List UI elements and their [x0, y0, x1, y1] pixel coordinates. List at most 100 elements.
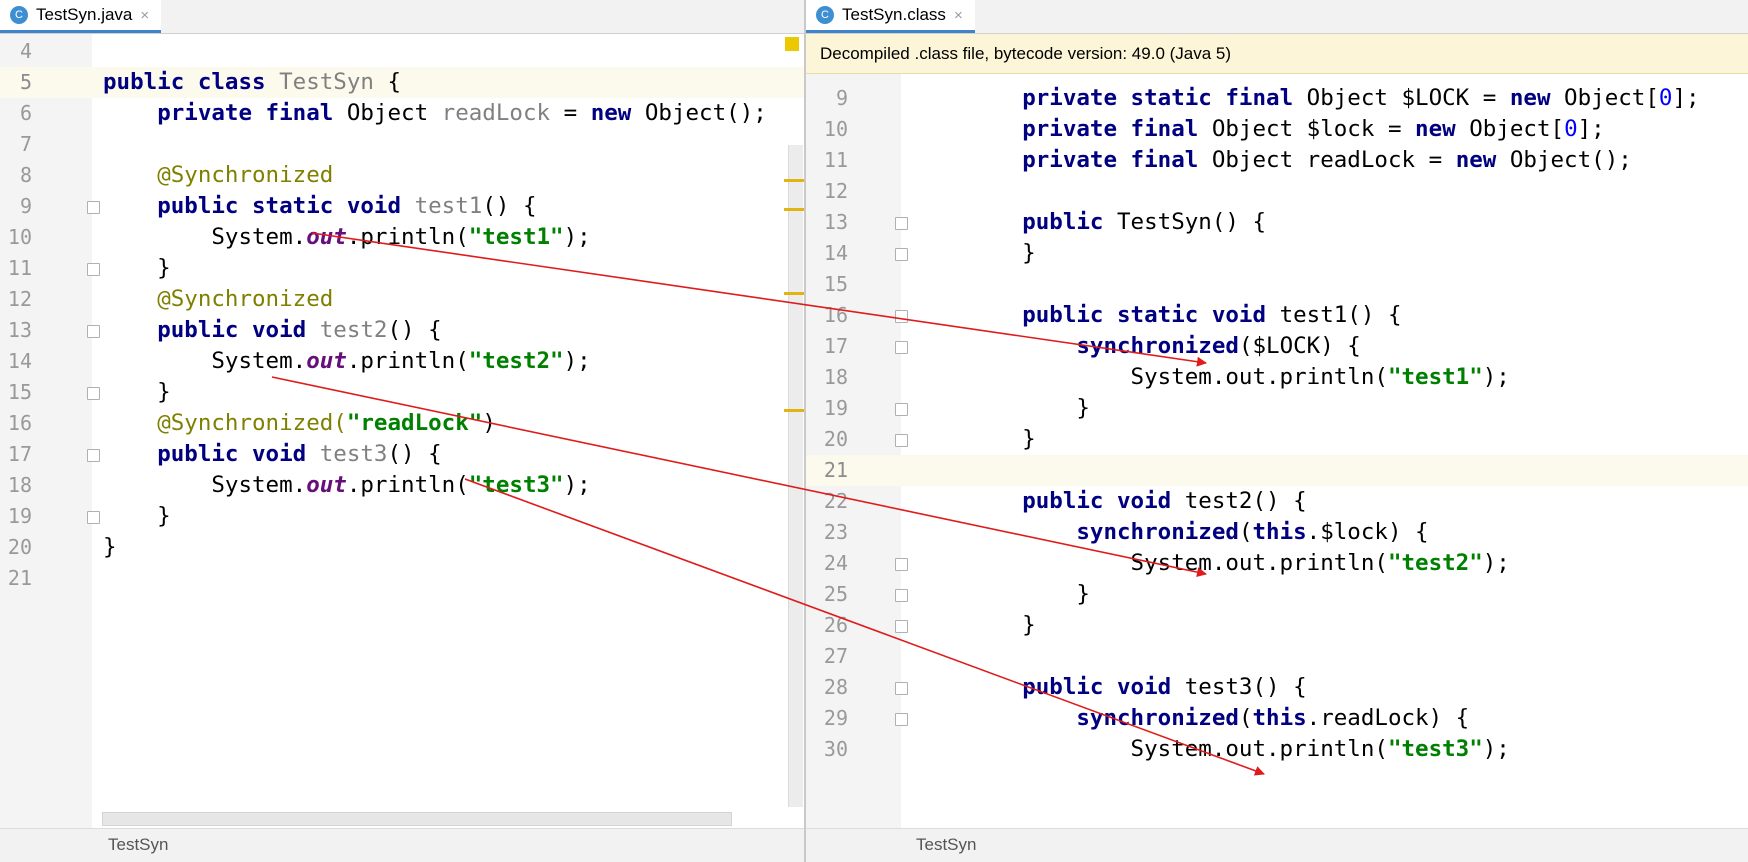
fold-toggle-icon[interactable] — [895, 310, 908, 323]
code-line[interactable]: 19 } — [806, 393, 1748, 424]
line-number: 13 — [7, 318, 32, 342]
warning-indicator-icon[interactable] — [785, 37, 799, 51]
fold-toggle-icon[interactable] — [87, 201, 100, 214]
code-line[interactable]: 23 synchronized(this.$lock) { — [806, 517, 1748, 548]
line-number: 24 — [823, 551, 848, 575]
code-text: System.out.println("test2"); — [968, 550, 1510, 576]
code-text: private final Object readLock = new Obje… — [1022, 147, 1632, 173]
fold-toggle-icon[interactable] — [895, 589, 908, 602]
line-number: 16 — [823, 303, 848, 327]
line-number: 14 — [7, 349, 32, 373]
code-line[interactable]: 9 private static final Object $LOCK = ne… — [806, 83, 1748, 114]
scroll-marker[interactable] — [784, 409, 804, 412]
line-number: 19 — [7, 504, 32, 528]
code-line[interactable]: 15 — [806, 269, 1748, 300]
code-line[interactable]: 27 — [806, 641, 1748, 672]
code-line[interactable]: 13 public void test2() { — [0, 315, 804, 346]
fold-toggle-icon[interactable] — [895, 558, 908, 571]
fold-toggle-icon[interactable] — [895, 341, 908, 354]
fold-toggle-icon[interactable] — [895, 403, 908, 416]
editor-pane-decompiled: C TestSyn.class × Decompiled .class file… — [806, 0, 1748, 862]
code-line[interactable]: 6 private final Object readLock = new Ob… — [0, 98, 804, 129]
code-line[interactable]: 25 } — [806, 579, 1748, 610]
close-icon[interactable]: × — [953, 6, 963, 24]
code-line[interactable]: 11 private final Object readLock = new O… — [806, 145, 1748, 176]
code-line[interactable]: 19 } — [0, 501, 804, 532]
line-number: 9 — [835, 86, 848, 110]
code-text: } — [968, 426, 1036, 452]
code-line[interactable]: 21 — [806, 455, 1748, 486]
fold-toggle-icon[interactable] — [87, 511, 100, 524]
code-text: public void test3() { — [157, 441, 442, 467]
vertical-scrollbar[interactable] — [788, 145, 803, 807]
code-line[interactable]: 11 } — [0, 253, 804, 284]
fold-toggle-icon[interactable] — [895, 620, 908, 633]
tab-testsyn-class[interactable]: C TestSyn.class × — [806, 0, 975, 33]
code-line[interactable]: 14 } — [806, 238, 1748, 269]
line-number: 20 — [823, 427, 848, 451]
line-number: 7 — [19, 132, 32, 156]
line-number: 20 — [7, 535, 32, 559]
code-text: @Synchronized("readLock") — [157, 410, 496, 436]
code-line[interactable]: 30 System.out.println("test3"); — [806, 734, 1748, 765]
code-text: private final Object $lock = new Object[… — [1022, 116, 1605, 142]
code-line[interactable]: 21 — [0, 563, 804, 594]
close-icon[interactable]: × — [140, 6, 150, 24]
code-line[interactable]: 10 private final Object $lock = new Obje… — [806, 114, 1748, 145]
code-line[interactable]: 16 @Synchronized("readLock") — [0, 408, 804, 439]
code-line[interactable]: 12 @Synchronized — [0, 284, 804, 315]
tab-testsyn-java[interactable]: C TestSyn.java × — [0, 0, 162, 33]
code-line[interactable]: 13 public TestSyn() { — [806, 207, 1748, 238]
line-number: 16 — [7, 411, 32, 435]
line-number: 21 — [7, 566, 32, 590]
fold-toggle-icon[interactable] — [895, 248, 908, 261]
fold-toggle-icon[interactable] — [895, 713, 908, 726]
fold-toggle-icon[interactable] — [87, 325, 100, 338]
scroll-marker[interactable] — [784, 208, 804, 211]
code-line[interactable]: 7 — [0, 129, 804, 160]
horizontal-scrollbar[interactable] — [102, 812, 732, 826]
code-line[interactable]: 18 System.out.println("test1"); — [806, 362, 1748, 393]
code-line[interactable]: 18 System.out.println("test3"); — [0, 470, 804, 501]
code-line[interactable]: 24 System.out.println("test2"); — [806, 548, 1748, 579]
breadcrumb-class[interactable]: TestSyn — [916, 835, 977, 854]
scroll-marker[interactable] — [784, 292, 804, 295]
code-line[interactable]: 29 synchronized(this.readLock) { — [806, 703, 1748, 734]
code-text: public static void test1() { — [1022, 302, 1402, 328]
code-line[interactable]: 14 System.out.println("test2"); — [0, 346, 804, 377]
class-c-icon: C — [816, 6, 834, 24]
code-line[interactable]: 17 public void test3() { — [0, 439, 804, 470]
code-line[interactable]: 20 } — [806, 424, 1748, 455]
scroll-marker[interactable] — [784, 179, 804, 182]
code-line[interactable]: 4 — [0, 36, 804, 67]
tab-label: TestSyn.class — [842, 5, 946, 24]
code-line[interactable]: 26 } — [806, 610, 1748, 641]
line-number: 23 — [823, 520, 848, 544]
code-text: synchronized(this.readLock) { — [1076, 705, 1470, 731]
fold-toggle-icon[interactable] — [895, 682, 908, 695]
breadcrumb-bar: TestSyn — [806, 828, 1748, 862]
fold-toggle-icon[interactable] — [87, 387, 100, 400]
code-line[interactable]: 15 } — [0, 377, 804, 408]
code-line[interactable]: 17 synchronized($LOCK) { — [806, 331, 1748, 362]
code-line[interactable]: 8 @Synchronized — [0, 160, 804, 191]
code-line[interactable]: 20} — [0, 532, 804, 563]
line-number: 26 — [823, 613, 848, 637]
line-number: 15 — [823, 272, 848, 296]
code-line[interactable]: 10 System.out.println("test1"); — [0, 222, 804, 253]
code-text: } — [103, 534, 117, 560]
fold-toggle-icon[interactable] — [87, 263, 100, 276]
line-number: 18 — [823, 365, 848, 389]
code-line[interactable]: 9 public static void test1() { — [0, 191, 804, 222]
fold-toggle-icon[interactable] — [895, 434, 908, 447]
code-line[interactable]: 28 public void test3() { — [806, 672, 1748, 703]
fold-toggle-icon[interactable] — [895, 217, 908, 230]
fold-toggle-icon[interactable] — [87, 449, 100, 462]
line-number: 25 — [823, 582, 848, 606]
line-number: 13 — [823, 210, 848, 234]
breadcrumb-class[interactable]: TestSyn — [108, 835, 169, 854]
code-line[interactable]: 16 public static void test1() { — [806, 300, 1748, 331]
code-line[interactable]: 22 public void test2() { — [806, 486, 1748, 517]
code-line[interactable]: 12 — [806, 176, 1748, 207]
